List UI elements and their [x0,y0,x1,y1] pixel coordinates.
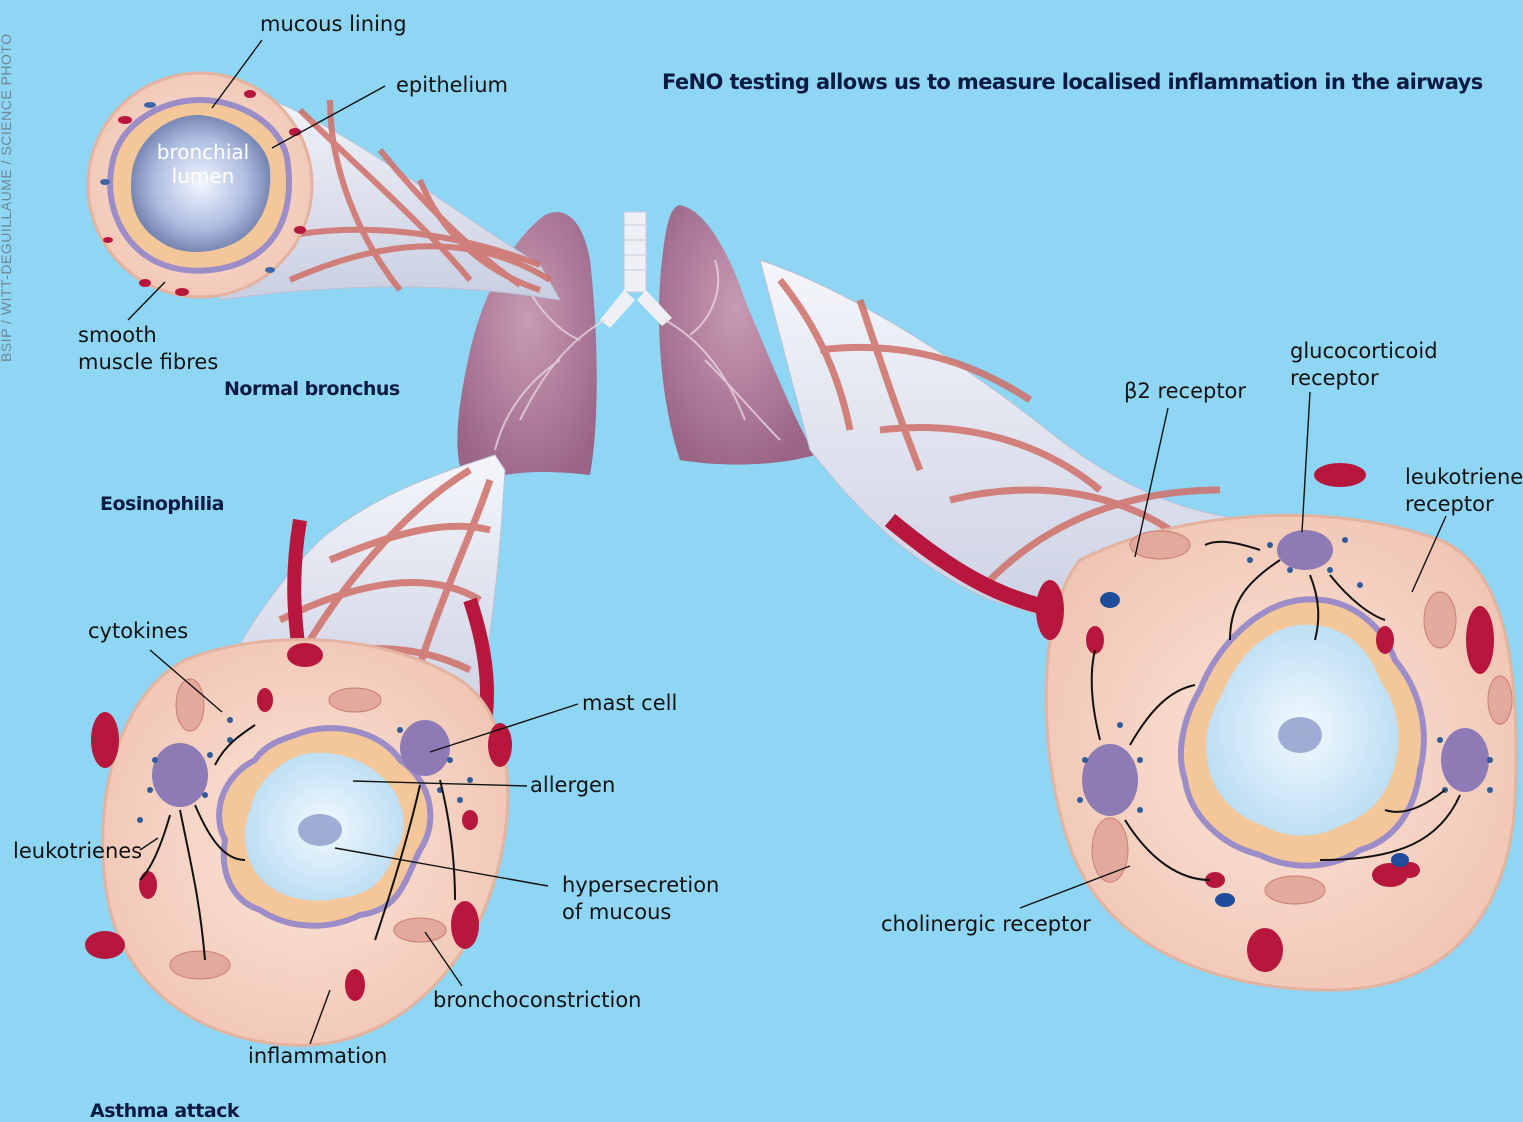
label-cytokines: cytokines [88,618,188,645]
mast-cell-top [1277,530,1333,570]
header-asthma-attack: Asthma attack [90,1100,239,1122]
leader-glucocorticoid [1302,392,1310,532]
header-eosinophilia: Eosinophilia [100,493,224,515]
label-bronchial: bronchial [148,140,258,164]
label-leukotriene: leukotriene [1405,464,1523,491]
label-smooth: smooth [78,322,218,349]
label-hypersecretion-of-mucous: hypersecretion of mucous [562,872,719,926]
label-hypersecretion: hypersecretion [562,872,719,899]
label-of-mucous: of mucous [562,899,719,926]
attack-inner-lumen [298,814,342,846]
mast-cell-left-right [1082,744,1138,816]
label-allergen: allergen [530,772,615,799]
label-lumen: lumen [148,164,258,188]
label-muscle-fibres: muscle fibres [78,349,218,376]
label-inflammation: inflammation [248,1043,387,1070]
page-title: FeNO testing allows us to measure locali… [662,70,1483,94]
label-smooth-muscle: smooth muscle fibres [78,322,218,376]
label-bronchial-lumen: bronchial lumen [148,140,258,188]
label-leukotrienes: leukotrienes [13,838,142,865]
label-beta2-receptor: β2 receptor [1124,378,1246,405]
label-mast-cell: mast cell [582,690,677,717]
mast-cell-right-right [1441,728,1489,792]
leader-smooth-muscle [128,282,165,320]
label-leukotriene-receptor: leukotriene receptor [1405,464,1523,518]
right-inner-lumen [1278,717,1322,753]
label-receptor2: receptor [1405,491,1523,518]
mast-cell-left [152,743,208,807]
header-normal-bronchus: Normal bronchus [224,378,400,400]
label-bronchoconstriction: bronchoconstriction [433,987,641,1014]
label-cholinergic-receptor: cholinergic receptor [881,911,1091,938]
label-glucocorticoid: glucocorticoid [1290,338,1438,365]
label-receptor: receptor [1290,365,1438,392]
label-mucous-lining: mucous lining [260,11,407,38]
photo-credit: BSIP / WITT-DEGUILLAUME / SCIENCE PHOTO [0,33,14,362]
label-glucocorticoid-receptor: glucocorticoid receptor [1290,338,1438,392]
attack-bronchus [85,455,512,1045]
label-epithelium: epithelium [396,72,508,99]
